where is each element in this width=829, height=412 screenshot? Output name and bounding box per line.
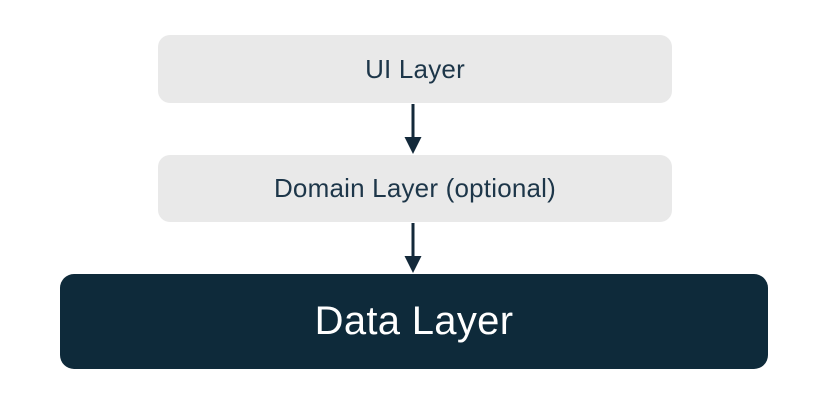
node-data-layer: Data Layer (60, 274, 768, 369)
node-ui-layer-label: UI Layer (365, 53, 465, 84)
node-domain-layer: Domain Layer (optional) (158, 155, 672, 222)
node-ui-layer: UI Layer (158, 35, 672, 103)
node-data-layer-label: Data Layer (314, 299, 514, 343)
arrow-down-domain-to-data-icon (404, 223, 422, 273)
arrow-down-ui-to-domain-icon (404, 104, 422, 154)
node-domain-layer-label: Domain Layer (optional) (273, 173, 557, 203)
